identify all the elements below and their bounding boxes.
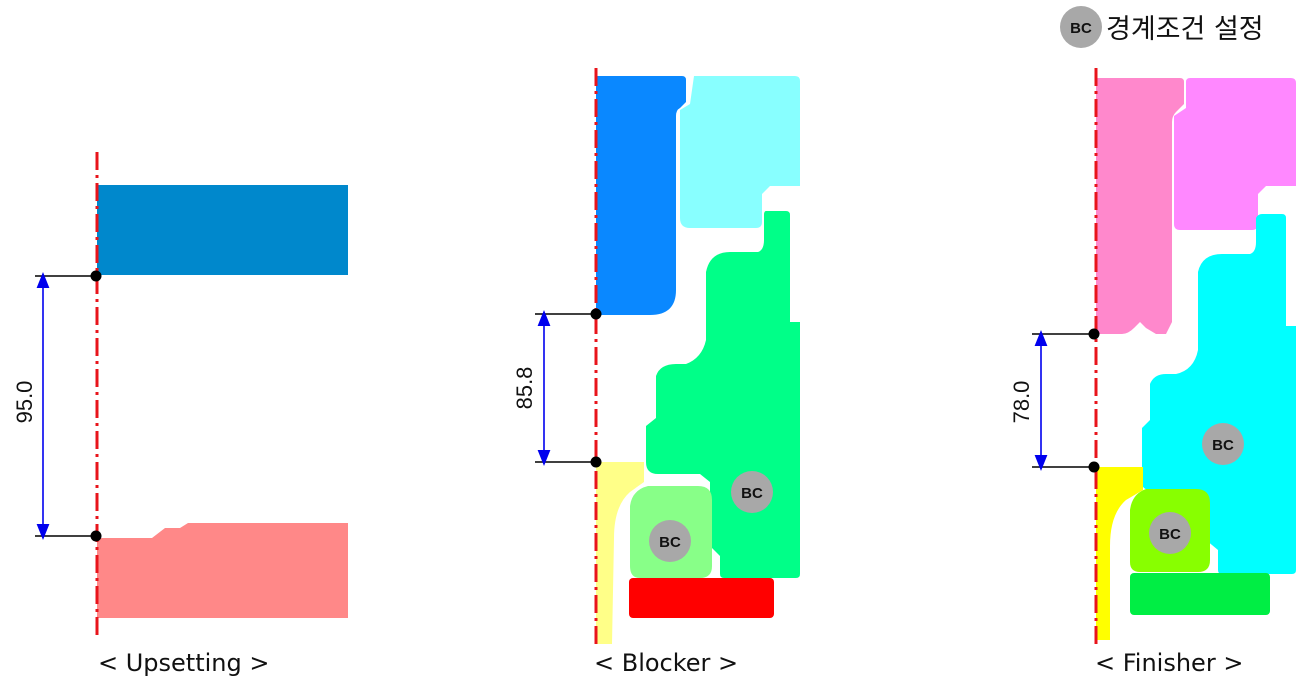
- finisher-bc-label-2: BC: [1159, 526, 1181, 543]
- finisher-left-die: [1096, 467, 1143, 640]
- finisher-bc-label-1: BC: [1212, 437, 1234, 454]
- legend-bc-badge-label: BC: [1070, 20, 1092, 37]
- finisher-bc-badge-2: [1149, 512, 1191, 554]
- blocker-left-die: [596, 462, 644, 644]
- blocker-bc-badge-1: [731, 471, 773, 513]
- finisher-point-bottom: [1088, 461, 1100, 473]
- panel-finisher: BC BC 78.0 < Finisher >: [1009, 68, 1296, 677]
- blocker-dimension-value: 85.8: [512, 367, 537, 410]
- upsetting-bottom-die: [97, 523, 348, 618]
- finisher-bc-badge-1: [1202, 423, 1244, 465]
- legend-bc-badge: [1060, 6, 1102, 48]
- finisher-dimension-value: 78.0: [1009, 381, 1034, 424]
- finisher-point-top: [1088, 328, 1100, 340]
- finisher-base-die: [1130, 573, 1270, 615]
- upsetting-dimension-value: 95.0: [12, 381, 37, 424]
- finisher-top-right-die: [1174, 78, 1296, 230]
- finisher-title: < Finisher >: [1095, 649, 1243, 677]
- upsetting-top-die: [97, 185, 348, 275]
- blocker-bc-label-1: BC: [741, 485, 763, 502]
- blocker-base-die: [629, 578, 774, 618]
- legend-label: 경계조건 설정: [1106, 14, 1264, 45]
- legend: BC 경계조건 설정: [1060, 6, 1264, 48]
- blocker-point-top: [590, 308, 602, 320]
- blocker-bc-label-2: BC: [659, 534, 681, 551]
- upsetting-title: < Upsetting >: [98, 649, 269, 677]
- finisher-body: [1142, 214, 1296, 574]
- blocker-title: < Blocker >: [594, 649, 738, 677]
- finisher-top-left-die: [1096, 78, 1184, 334]
- blocker-top-right-die: [680, 76, 800, 228]
- blocker-top-left-die: [596, 76, 686, 315]
- panel-upsetting: 95.0 < Upsetting >: [12, 152, 348, 677]
- panel-blocker: BC BC 85.8 < Blocker >: [512, 68, 800, 677]
- blocker-bc-badge-2: [649, 520, 691, 562]
- upsetting-point-top: [90, 270, 102, 282]
- upsetting-point-bottom: [90, 530, 102, 542]
- blocker-point-bottom: [590, 456, 602, 468]
